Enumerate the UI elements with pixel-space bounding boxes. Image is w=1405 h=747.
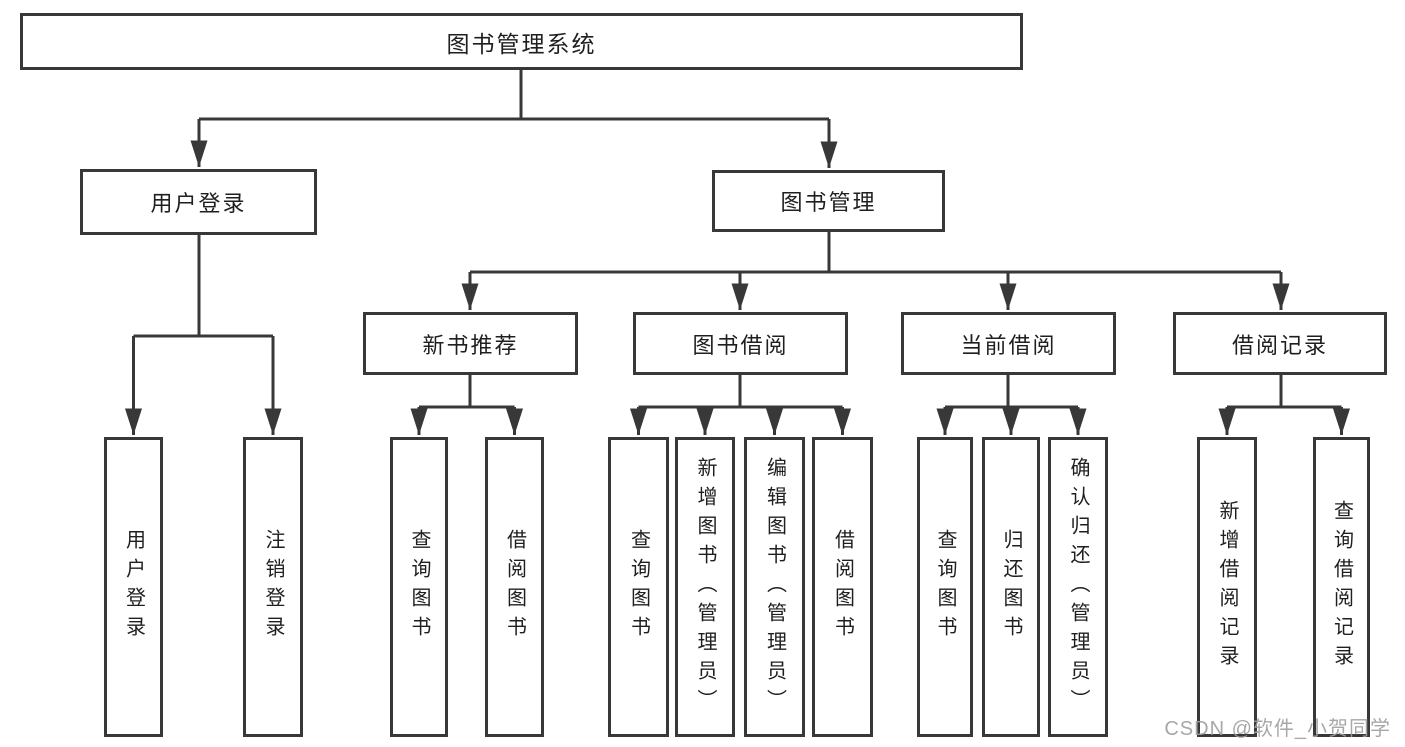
node-label: 查询图书: [408, 529, 430, 645]
node-label: 注销登录: [262, 529, 284, 645]
node-leaf-query-books-recommend: 查询图书: [390, 437, 448, 737]
node-book-borrowing: 图书借阅: [633, 312, 848, 375]
node-library-management-system: 图书管理系统: [20, 13, 1023, 70]
node-label: 图书管理: [780, 190, 877, 215]
node-leaf-confirm-return-admin: 确认归还（管理员）: [1048, 437, 1108, 737]
node-leaf-logout: 注销登录: [243, 437, 303, 737]
node-label: 新增借阅记录: [1216, 500, 1238, 674]
node-label: 用户登录: [122, 529, 145, 645]
node-label: 查询借阅记录: [1330, 500, 1353, 674]
node-leaf-user-login: 用户登录: [104, 437, 163, 737]
node-label: 借阅图书: [831, 529, 854, 645]
node-borrowing-records: 借阅记录: [1173, 312, 1387, 375]
node-label: 确认归还（管理员）: [1067, 456, 1089, 718]
node-leaf-return-books: 归还图书: [982, 437, 1040, 737]
node-label: 借阅记录: [1231, 332, 1328, 358]
node-new-book-recommendation: 新书推荐: [363, 312, 578, 375]
node-leaf-borrow-books-recommend: 借阅图书: [485, 437, 544, 737]
node-label: 图书借阅: [692, 332, 789, 358]
node-label: 编辑图书（管理员）: [763, 456, 786, 718]
csdn-watermark: CSDN @软件_小贺同学: [1164, 718, 1391, 740]
node-leaf-query-books-current: 查询图书: [917, 437, 973, 737]
node-label: 新书推荐: [422, 332, 519, 358]
node-leaf-add-books-admin: 新增图书（管理员）: [675, 437, 735, 737]
node-label: 查询图书: [627, 529, 650, 645]
node-leaf-add-borrow-record: 新增借阅记录: [1197, 437, 1257, 737]
node-leaf-borrow-books: 借阅图书: [812, 437, 873, 737]
node-user-login: 用户登录: [80, 169, 317, 235]
node-book-management: 图书管理: [712, 170, 945, 232]
node-label: 查询图书: [934, 529, 956, 645]
node-leaf-query-borrow-record: 查询借阅记录: [1313, 437, 1370, 737]
node-label: 归还图书: [1000, 529, 1022, 645]
node-current-borrowing: 当前借阅: [901, 312, 1116, 375]
node-label: 借阅图书: [503, 529, 526, 645]
node-leaf-query-books-borrowing: 查询图书: [608, 437, 669, 737]
node-label: 新增图书（管理员）: [694, 456, 716, 718]
node-label: 用户登录: [150, 191, 247, 216]
node-label: 当前借阅: [960, 332, 1057, 358]
node-label: 图书管理系统: [446, 30, 597, 57]
node-leaf-edit-books-admin: 编辑图书（管理员）: [744, 437, 805, 737]
